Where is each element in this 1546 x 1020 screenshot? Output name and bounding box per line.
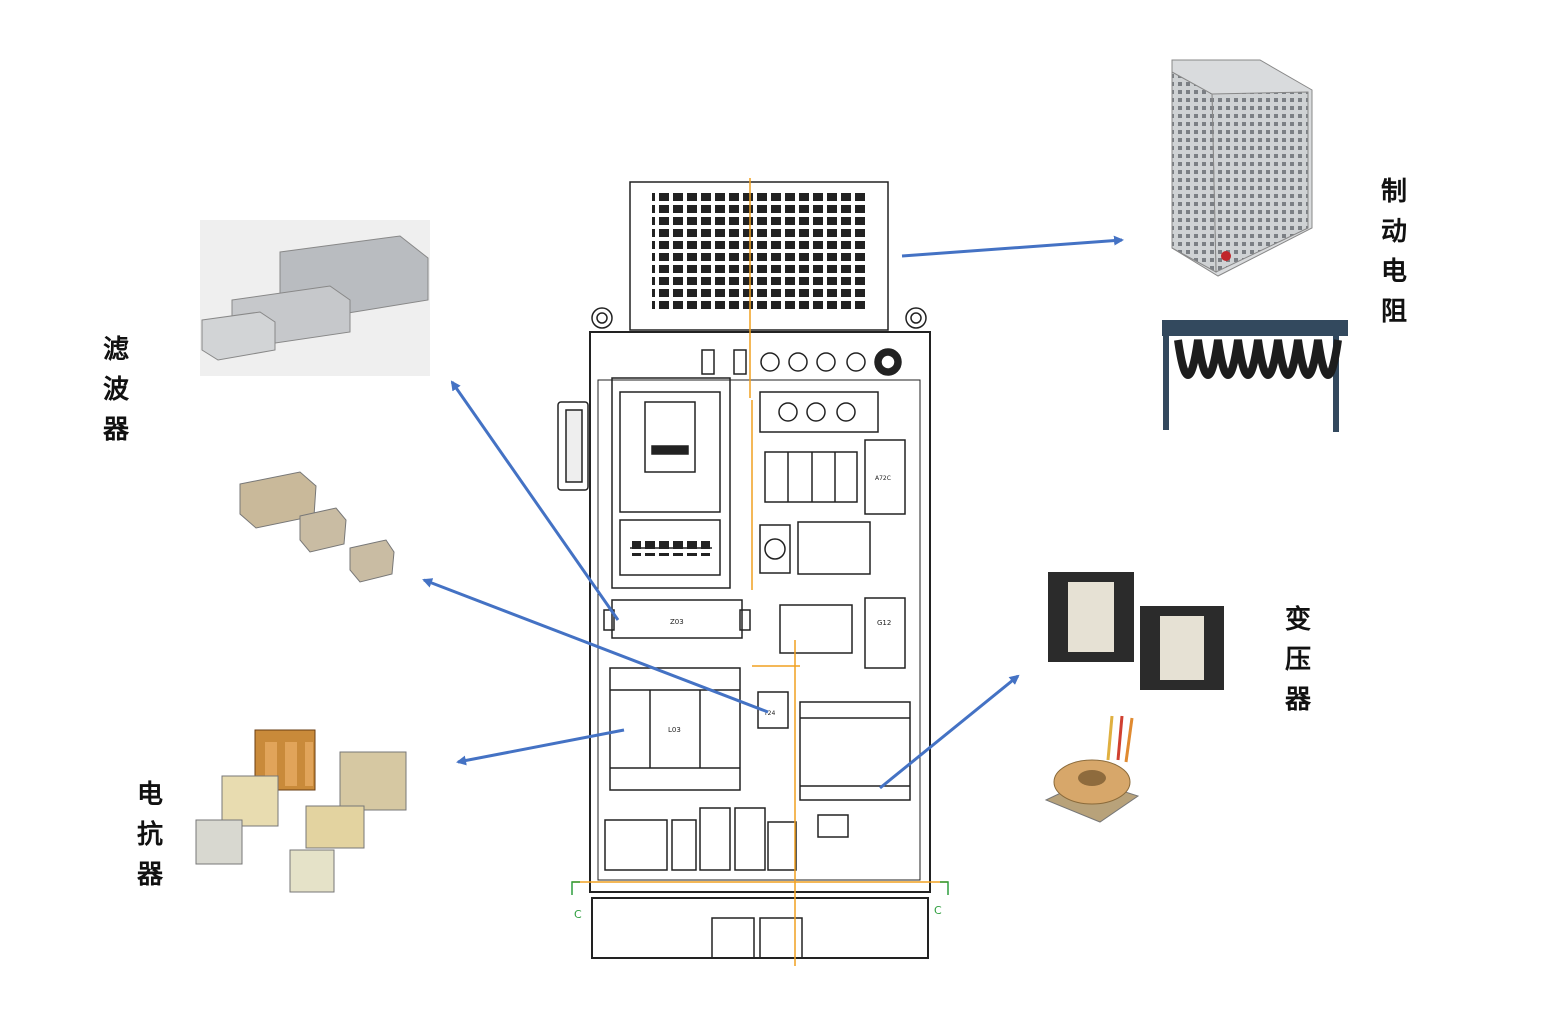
g12-label: G12 [877,619,891,627]
lifting-eye-right [905,307,927,329]
brake-resistor-label-char-2: 动 [1380,217,1407,247]
filter-label-char-3: 器 [102,415,129,445]
reactor-label-char-1: 电 [136,780,163,810]
emi-filter-photo [200,220,430,376]
arrow-to-reactor [456,728,625,766]
reactor-label: 电 抗 器 [130,775,170,895]
section-mark-right: C [934,904,942,917]
z03-label: Z03 [670,618,684,626]
brake-resistor-box-photo [1171,59,1313,277]
l03-reactor [609,667,741,791]
main-transformer [799,701,911,801]
brake-resistor-label-char-4: 阻 [1380,297,1407,327]
transformer-label: 变 压 器 [1278,600,1318,720]
arrow-to-brake-resistor [901,235,1124,258]
guide-lines [572,178,948,966]
reactor-label-char-2: 抗 [136,820,163,850]
filter-label-char-2: 波 [102,375,129,405]
inverter-drive [611,377,731,589]
transformer-label-char-3: 器 [1284,685,1311,715]
small-filter-photo [239,471,395,583]
lifting-eye-left [591,307,613,329]
electrical-cabinet-drawing [557,181,931,959]
cabinet-body [589,331,931,893]
l03-label: L03 [668,726,681,734]
a72c-module [864,439,906,515]
transformer-label-char-1: 变 [1284,605,1311,635]
arrows [422,235,1124,790]
arrow-to-small-filter [422,578,769,714]
t24-label: T24 [763,710,775,717]
transformer-photo [1022,555,1244,823]
brake-resistor-coil-photo [1162,320,1348,432]
filter-label: 滤 波 器 [96,330,136,450]
brake-resistor-label-char-1: 制 [1380,177,1407,207]
filter-label-char-1: 滤 [102,335,129,365]
arrow-to-emi-filter [450,380,620,621]
main-switch [759,391,879,433]
brake-resistor-label: 制 动 电 阻 [1374,172,1414,332]
arrow-to-transformer [879,674,1020,790]
reactor-label-char-3: 器 [136,860,163,890]
z03-filter [611,599,743,639]
brake-resistor-label-char-3: 电 [1380,257,1407,287]
section-markers [571,881,949,895]
fan-vent-unit [629,181,889,331]
section-mark-left: C [574,908,582,921]
door-handle [557,401,589,491]
transformer-label-char-2: 压 [1284,645,1311,675]
t24-transformer [757,691,789,729]
g12-module [864,597,906,669]
a72c-label: A72C [875,475,891,482]
reactor-photo [195,729,407,893]
breaker-group [764,451,858,503]
